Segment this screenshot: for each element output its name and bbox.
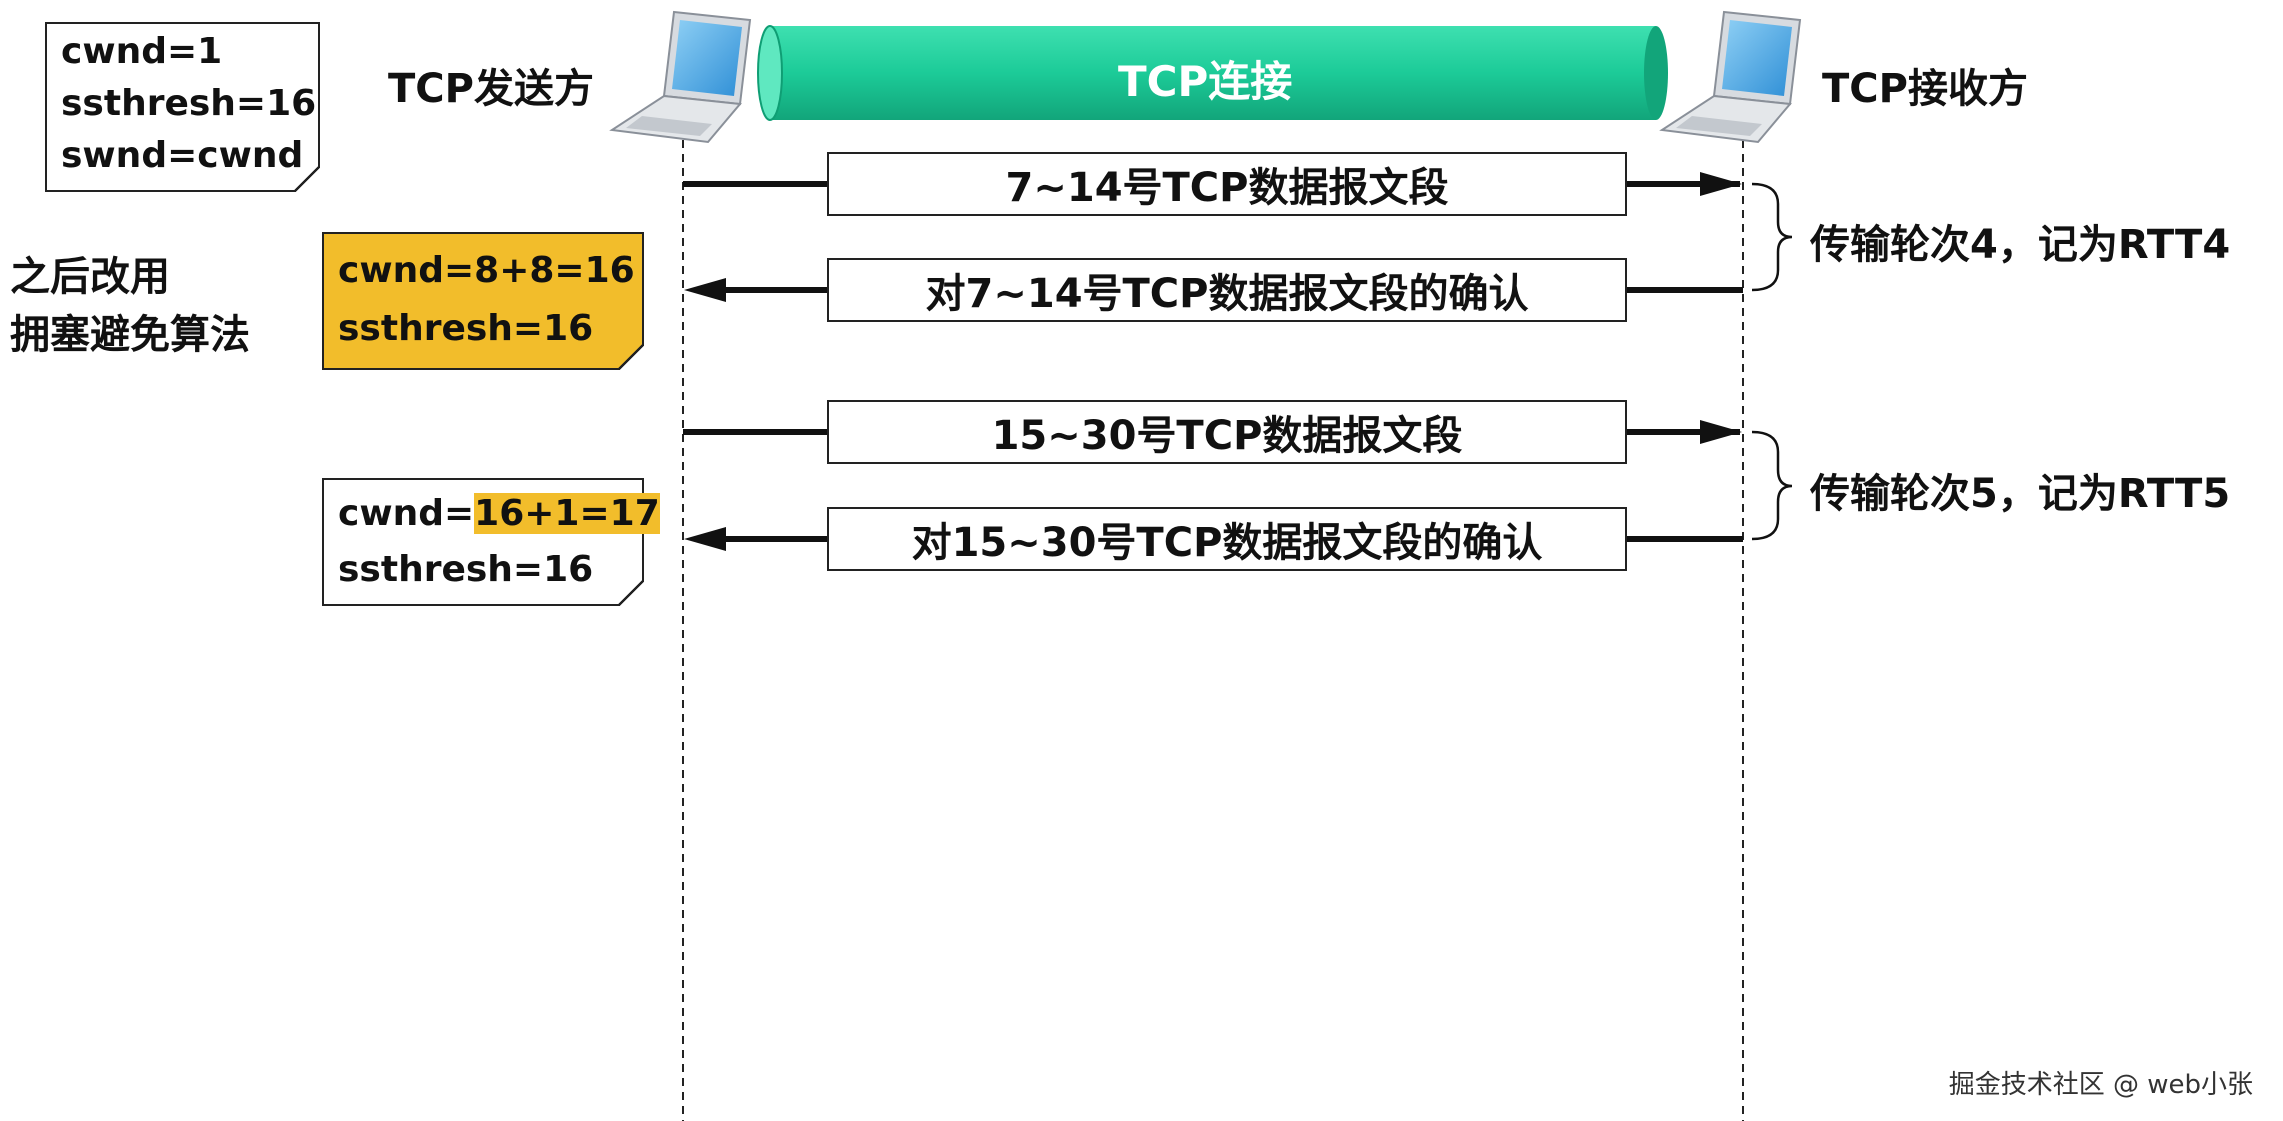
message-box-send-2: 15~30号TCP数据报文段 bbox=[827, 400, 1627, 464]
note-cwnd: cwnd=8+8=16 bbox=[338, 250, 635, 291]
message-arrow-send-2 bbox=[683, 420, 1742, 444]
message-arrow-send-1 bbox=[683, 172, 1742, 196]
message-box-ack-2: 对15~30号TCP数据报文段的确认 bbox=[827, 507, 1627, 571]
tcp-connection-pipe bbox=[757, 25, 1668, 121]
initial-window-note: cwnd=1 ssthresh=16 swnd=cwnd bbox=[45, 22, 320, 192]
note-ssthresh: ssthresh=16 bbox=[61, 83, 317, 124]
round-label-rtt4: 传输轮次4，记为RTT4 bbox=[1810, 222, 2231, 268]
algorithm-switch-line1: 之后改用 bbox=[10, 254, 170, 300]
round-brace-1 bbox=[1751, 182, 1793, 292]
round-brace-2 bbox=[1751, 430, 1793, 541]
laptop-icon bbox=[609, 10, 752, 144]
note-cwnd-prefix: cwnd= bbox=[338, 493, 475, 534]
note-fold bbox=[618, 580, 644, 606]
sender-label: TCP发送方 bbox=[388, 66, 594, 112]
laptop-icon bbox=[1659, 10, 1802, 144]
note-fold bbox=[294, 166, 320, 192]
message-arrow-ack-1 bbox=[684, 278, 1743, 302]
tcp-connection-label: TCP连接 bbox=[1118, 57, 1293, 106]
rtt5-window-note: cwnd=16+1=17 ssthresh=16 bbox=[322, 478, 660, 606]
note-ssthresh: ssthresh=16 bbox=[338, 308, 594, 349]
round-label-rtt5: 传输轮次5，记为RTT5 bbox=[1810, 471, 2231, 517]
note-ssthresh: ssthresh=16 bbox=[338, 549, 594, 590]
rtt4-window-note: cwnd=8+8=16 ssthresh=16 bbox=[322, 232, 644, 370]
note-cwnd: cwnd=16+1=17 bbox=[338, 486, 660, 542]
note-fold bbox=[618, 344, 644, 370]
message-box-send-1: 7~14号TCP数据报文段 bbox=[827, 152, 1627, 216]
note-cwnd: cwnd=1 bbox=[61, 31, 223, 72]
note-cwnd-highlight: 16+1=17 bbox=[474, 493, 660, 534]
message-box-ack-1: 对7~14号TCP数据报文段的确认 bbox=[827, 258, 1627, 322]
message-arrow-ack-2 bbox=[684, 527, 1743, 551]
receiver-label: TCP接收方 bbox=[1822, 66, 2028, 112]
watermark: 掘金技术社区 @ web小张 bbox=[1948, 1070, 2253, 1100]
note-swnd: swnd=cwnd bbox=[61, 135, 304, 176]
algorithm-switch-text: 之后改用 拥塞避免算法 bbox=[10, 248, 250, 364]
algorithm-switch-line2: 拥塞避免算法 bbox=[10, 312, 250, 358]
